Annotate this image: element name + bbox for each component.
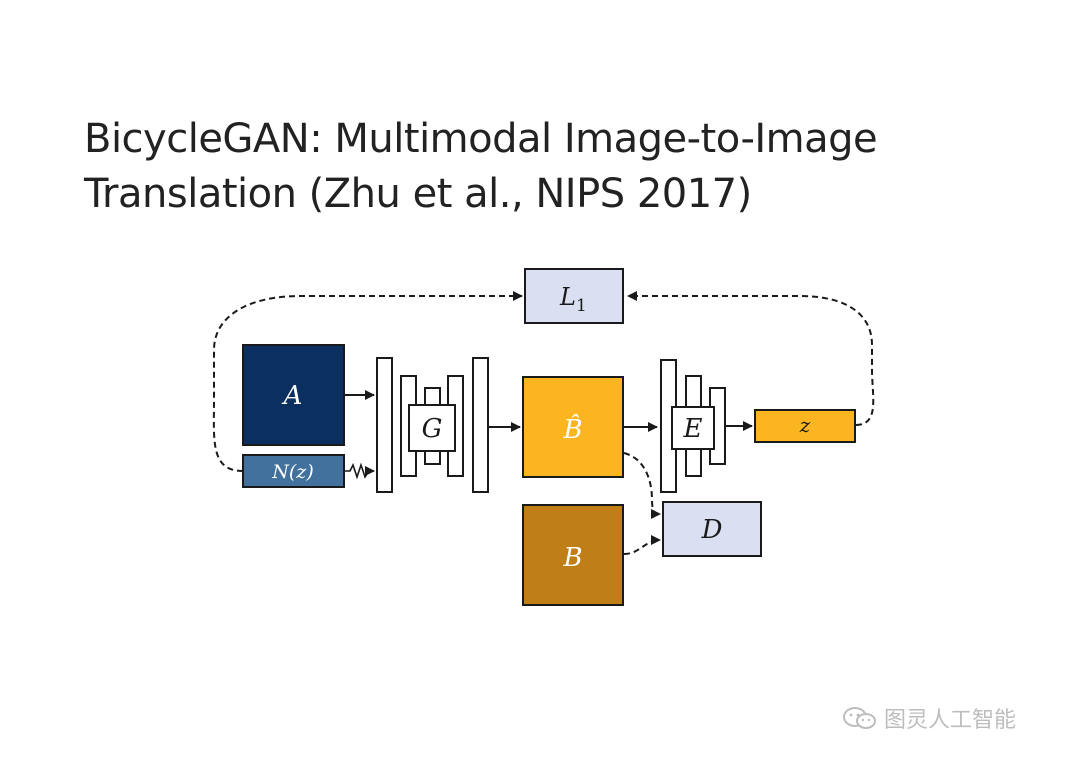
dashed-arrow-b-to-discriminator <box>623 535 661 555</box>
encoder-label: E <box>683 414 703 444</box>
title-line-2: Translation (Zhu et al., NIPS 2017) <box>84 171 752 217</box>
real-b-label: B <box>562 543 582 573</box>
generator-network <box>376 357 489 493</box>
l1-label: L1 <box>559 283 587 316</box>
noise-box <box>242 454 345 488</box>
dashed-path-z-to-l1 <box>627 291 875 426</box>
noise-label: N(z) <box>271 461 313 483</box>
encoder-network <box>660 359 726 493</box>
real-b-box <box>522 504 624 606</box>
input-a-box <box>242 344 345 446</box>
discriminator-box <box>662 501 762 557</box>
watermark-text: 图灵人工智能 <box>884 708 1017 733</box>
latent-z-label: z <box>799 413 811 437</box>
zigzag-noise-to-generator <box>345 462 375 480</box>
generator-label: G <box>422 414 443 444</box>
wechat-icon <box>843 707 876 729</box>
generated-bhat-box <box>522 376 624 478</box>
discriminator-label: D <box>701 515 723 545</box>
latent-z-box <box>754 409 856 443</box>
slide-title: BicycleGAN: Multimodal Image-to-Image Tr… <box>84 112 878 222</box>
watermark: 图灵人工智能 <box>842 702 1016 734</box>
title-line-1: BicycleGAN: Multimodal Image-to-Image <box>84 116 878 162</box>
generated-bhat-label: B̂ <box>562 414 582 445</box>
dashed-arrow-bhat-to-discriminator <box>623 452 661 519</box>
input-a-label: A <box>282 381 303 411</box>
l1-loss-box <box>524 268 624 324</box>
